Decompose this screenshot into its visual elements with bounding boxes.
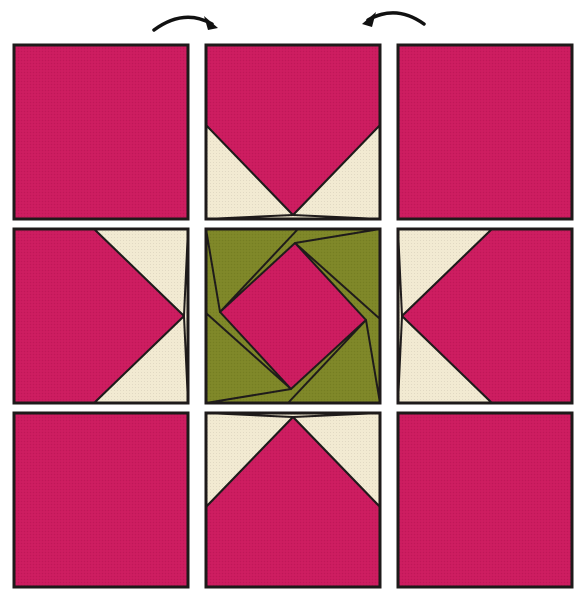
pink-square-patch bbox=[398, 413, 572, 587]
flying-geese-block-right bbox=[398, 229, 572, 403]
pink-square-patch bbox=[14, 413, 188, 587]
corner-block-top-left bbox=[14, 45, 188, 219]
rotate-arrow-right-icon bbox=[362, 12, 424, 27]
corner-block-bottom-left bbox=[14, 413, 188, 587]
pink-square-patch bbox=[398, 45, 572, 219]
blocks-layer bbox=[14, 45, 572, 587]
flying-geese-block-bottom bbox=[206, 413, 380, 587]
flying-geese-block-left bbox=[14, 229, 188, 403]
arrows-layer bbox=[154, 12, 424, 30]
arrow-curve bbox=[368, 13, 424, 24]
corner-block-bottom-right bbox=[398, 413, 572, 587]
corner-block-top-right bbox=[398, 45, 572, 219]
arrowhead bbox=[362, 12, 376, 27]
pink-square-patch bbox=[14, 45, 188, 219]
rotate-arrow-left-icon bbox=[154, 16, 218, 30]
flying-geese-block-top bbox=[206, 45, 380, 219]
center-square-in-square-block bbox=[206, 229, 380, 403]
arrowhead bbox=[204, 16, 218, 30]
arrow-curve bbox=[154, 17, 212, 30]
